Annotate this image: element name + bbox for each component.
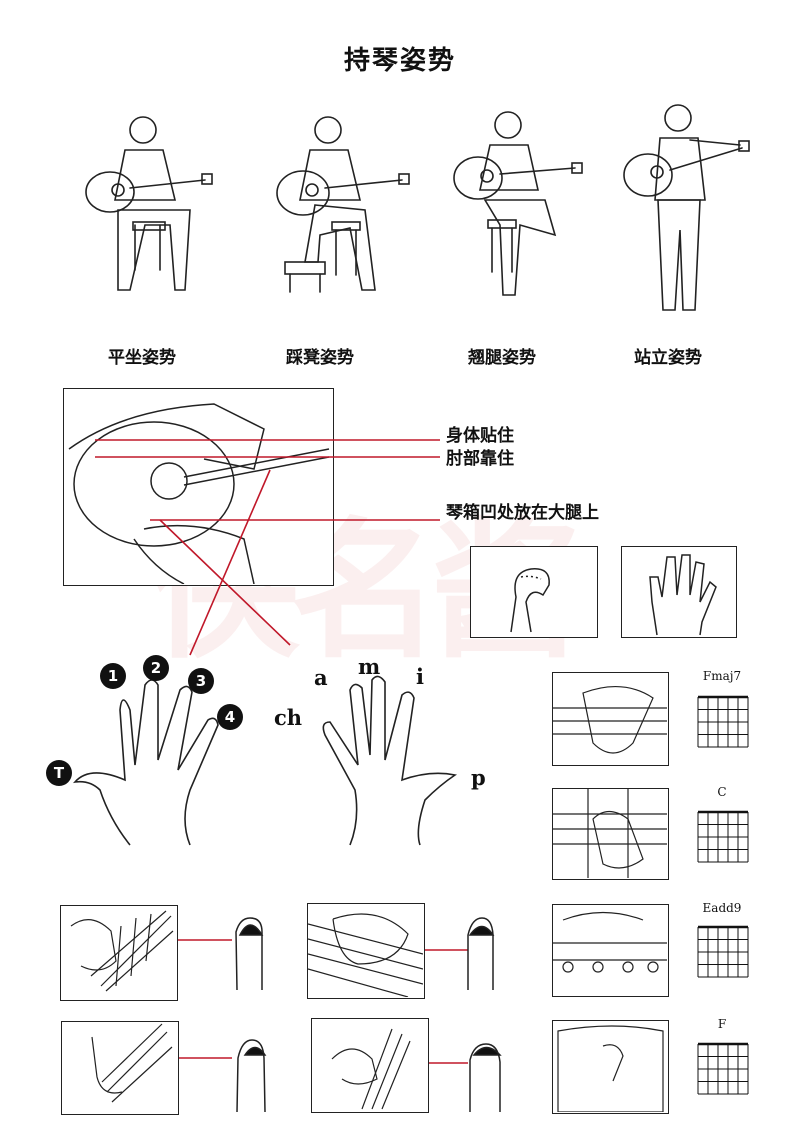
chord-name-f: F <box>717 1017 727 1031</box>
finger-label-p: p <box>471 765 486 790</box>
chord-grip-image-1 <box>552 672 669 766</box>
chord-grip-image-4 <box>552 1020 669 1114</box>
pose-label-crossleg: 翘腿姿势 <box>468 348 536 368</box>
pose-standing-figure <box>623 104 750 311</box>
finger-badge-2: 2 <box>143 655 169 681</box>
pose-footstool-figure <box>276 116 410 293</box>
pose-crosslegged-figure <box>453 111 583 296</box>
fretboard-technique-3 <box>61 1021 179 1115</box>
finger-badge-4: 4 <box>217 704 243 730</box>
pose-label-sitting: 平坐姿势 <box>108 348 176 368</box>
finger-badge-1: 1 <box>100 663 126 689</box>
fretboard-technique-2 <box>307 903 425 999</box>
fretboard-technique-4 <box>311 1018 429 1113</box>
pose-illustrations <box>85 104 750 311</box>
finger-label-i: i <box>416 664 424 689</box>
pose-label-footstool: 踩凳姿势 <box>286 348 354 368</box>
hand-open-image <box>621 546 737 638</box>
tip-elbow-rest: 肘部靠住 <box>446 449 514 469</box>
left-hand-drawing <box>72 679 219 846</box>
finger-badge-3: 3 <box>188 668 214 694</box>
finger-label-ch: ch <box>274 705 303 730</box>
pose-sitting-figure <box>85 116 213 291</box>
chord-name-c: C <box>717 785 727 799</box>
chord-grip-image-3 <box>552 904 669 997</box>
pose-label-standing: 站立姿势 <box>634 348 702 368</box>
tip-body-contact: 身体贴住 <box>446 426 514 446</box>
finger-label-m: m <box>358 654 381 679</box>
page-title: 持琴姿势 <box>343 46 456 76</box>
posture-detail-image <box>63 388 334 586</box>
chord-grip-image-2 <box>552 788 669 880</box>
finger-badge-thumb: T <box>46 760 72 786</box>
hand-claw-image <box>470 546 598 638</box>
chord-name-eadd9: Eadd9 <box>702 901 742 915</box>
chord-grid-0 <box>697 695 749 748</box>
chord-grid-3 <box>697 1042 749 1095</box>
chord-name-fmaj7: Fmaj7 <box>702 669 742 683</box>
finger-label-a: a <box>314 665 328 690</box>
right-hand-drawing <box>322 675 458 846</box>
chord-grid-2 <box>697 925 749 978</box>
fretboard-technique-1 <box>60 905 178 1001</box>
tip-body-on-thigh: 琴箱凹处放在大腿上 <box>446 503 599 523</box>
chord-grid-1 <box>697 810 749 863</box>
